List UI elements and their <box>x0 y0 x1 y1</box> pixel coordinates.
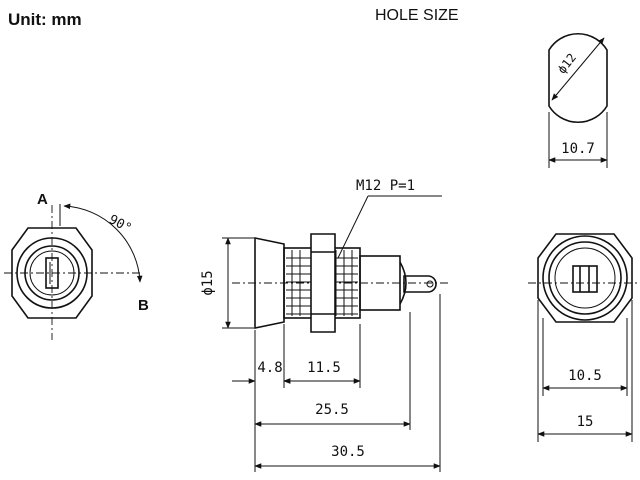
body-diameter-label: ϕ15 <box>200 270 216 295</box>
terminal-lug <box>403 275 437 293</box>
point-b-label: B <box>138 297 149 314</box>
front-view: A B 90° <box>4 191 149 340</box>
rear-cylinder <box>359 255 401 311</box>
rear-terminal-block <box>572 265 598 293</box>
rear-view: 10.5 15 <box>528 233 640 442</box>
rear-inner-width-label: 10.5 <box>568 368 602 384</box>
rear-hex-outline <box>537 233 633 323</box>
hole-size-title: HOLE SIZE <box>375 7 459 24</box>
hole-size-view: 10.7 ϕ12 <box>548 33 608 168</box>
hex-nut-outline <box>11 227 93 319</box>
rear-cap <box>399 261 407 305</box>
side-view: M12 P=1 ϕ15 4.8 11.5 25.5 30.5 <box>200 178 450 472</box>
overall-length-label: 30.5 <box>331 444 365 460</box>
hole-outline <box>548 33 608 123</box>
thread-spec-label: M12 P=1 <box>356 178 415 194</box>
rotation-arc <box>63 203 143 283</box>
flange-cap <box>254 237 285 329</box>
unit-label: Unit: mm <box>8 10 82 29</box>
hole-flat-width-label: 10.7 <box>561 141 595 157</box>
terminal-hole <box>426 280 434 288</box>
rear-mid-circle <box>548 241 622 315</box>
thread-leader <box>337 195 369 259</box>
thread-length-label: 11.5 <box>307 360 341 376</box>
rear-inner-circle <box>554 247 616 309</box>
flange-thickness-label: 4.8 <box>257 360 282 376</box>
side-hex-nut <box>310 233 336 333</box>
hole-diameter-dim <box>551 37 605 101</box>
rear-outer-circle <box>542 235 628 321</box>
rear-outer-width-label: 15 <box>577 414 594 430</box>
point-a-label: A <box>37 191 48 208</box>
body-length-label: 25.5 <box>315 402 349 418</box>
